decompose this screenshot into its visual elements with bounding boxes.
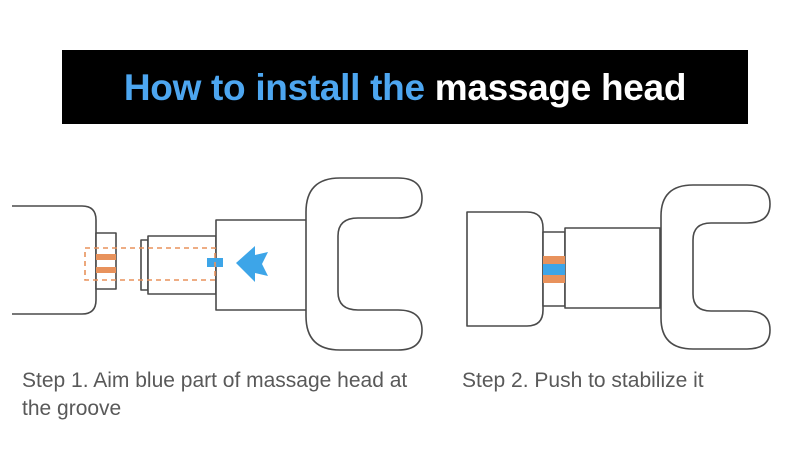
- title-accent-text: How to install the: [123, 66, 425, 108]
- push-arrow-icon: [236, 246, 268, 282]
- step-2-diagram: [455, 170, 790, 370]
- groove-collar: [95, 232, 117, 290]
- seated-band-orange-top: [543, 256, 565, 264]
- device-body: [466, 211, 544, 327]
- title-plain-text: massage head: [424, 66, 687, 108]
- seated-band-orange-bottom: [543, 275, 565, 283]
- massage-head-block: [564, 227, 661, 309]
- fork-head: [305, 177, 423, 351]
- groove-mark-top: [96, 254, 116, 260]
- alignment-dashed-box: [84, 247, 216, 281]
- step-2-caption: Step 2. Push to stabilize it: [462, 369, 704, 392]
- title-banner: How to install the massage head: [62, 50, 748, 124]
- step-1-diagram: [10, 170, 450, 370]
- groove-mark-bottom: [96, 267, 116, 273]
- device-body: [12, 205, 97, 315]
- seated-band-blue: [543, 264, 565, 275]
- page-title: How to install the massage head: [123, 66, 687, 108]
- massage-head-stem: [147, 235, 217, 295]
- fork-head: [660, 184, 771, 350]
- step-1-caption: Step 1. Aim blue part of massage head at…: [22, 369, 408, 421]
